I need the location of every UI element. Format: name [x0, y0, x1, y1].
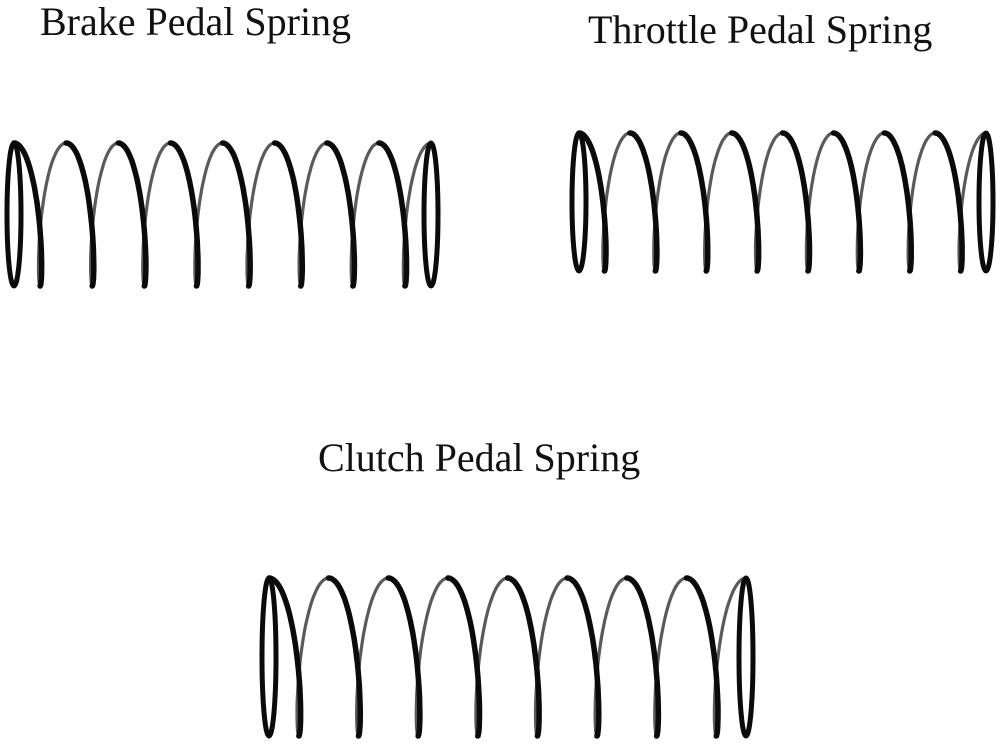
- coil-front-7: [324, 140, 358, 289]
- coil-back-2: [355, 576, 390, 738]
- coil-front-5: [219, 140, 253, 289]
- clutch-spring-image: [259, 575, 756, 739]
- clutch-spring-label: Clutch Pedal Spring: [318, 435, 641, 480]
- end-ring-left: [259, 575, 279, 739]
- brake-spring-label: Brake Pedal Spring: [40, 0, 352, 44]
- coil-front-8: [376, 140, 410, 289]
- end-ring-left: [4, 140, 24, 289]
- coil-back-3: [414, 576, 450, 738]
- coil-front-4: [167, 140, 201, 289]
- coil-front-7: [624, 575, 662, 739]
- coil-back-5: [245, 141, 277, 288]
- coil-front-8: [932, 130, 965, 274]
- coil-back-7: [653, 576, 688, 738]
- spring-coils: [569, 130, 996, 274]
- coil-front-6: [830, 130, 864, 274]
- coil-back-4: [193, 141, 225, 288]
- coil-front-4: [728, 130, 762, 274]
- coil-front-2: [63, 140, 97, 289]
- coil-front-2: [627, 130, 660, 274]
- coil-front-1: [576, 130, 609, 274]
- brake-spring-image: [4, 140, 441, 289]
- coil-front-4: [445, 575, 483, 739]
- coil-front-7: [881, 130, 914, 274]
- coil-back-5: [533, 576, 569, 738]
- throttle-spring-label: Throttle Pedal Spring: [588, 7, 933, 52]
- coil-front-3: [115, 140, 149, 289]
- end-ring-right: [736, 575, 756, 739]
- throttle-spring-image: [569, 130, 996, 274]
- coil-back-6: [593, 576, 629, 738]
- spring-coils: [4, 140, 441, 289]
- coil-back-1: [36, 141, 68, 288]
- end-ring-left: [569, 130, 589, 274]
- coil-front-6: [271, 140, 306, 289]
- coil-back-4: [474, 576, 510, 738]
- end-ring-right: [421, 140, 441, 289]
- coil-back-8: [401, 141, 433, 288]
- coil-front-6: [564, 575, 602, 739]
- end-ring-right: [976, 130, 996, 274]
- coil-front-1: [266, 575, 304, 739]
- coil-front-1: [11, 140, 45, 289]
- coil-front-5: [779, 130, 813, 274]
- coil-front-2: [325, 575, 364, 739]
- coil-back-1: [295, 576, 331, 738]
- coil-front-3: [678, 130, 711, 274]
- coil-front-3: [385, 575, 423, 739]
- coil-back-8: [712, 576, 748, 738]
- coil-front-5: [504, 575, 542, 739]
- coil-front-8: [683, 575, 721, 739]
- spring-coils: [259, 575, 756, 739]
